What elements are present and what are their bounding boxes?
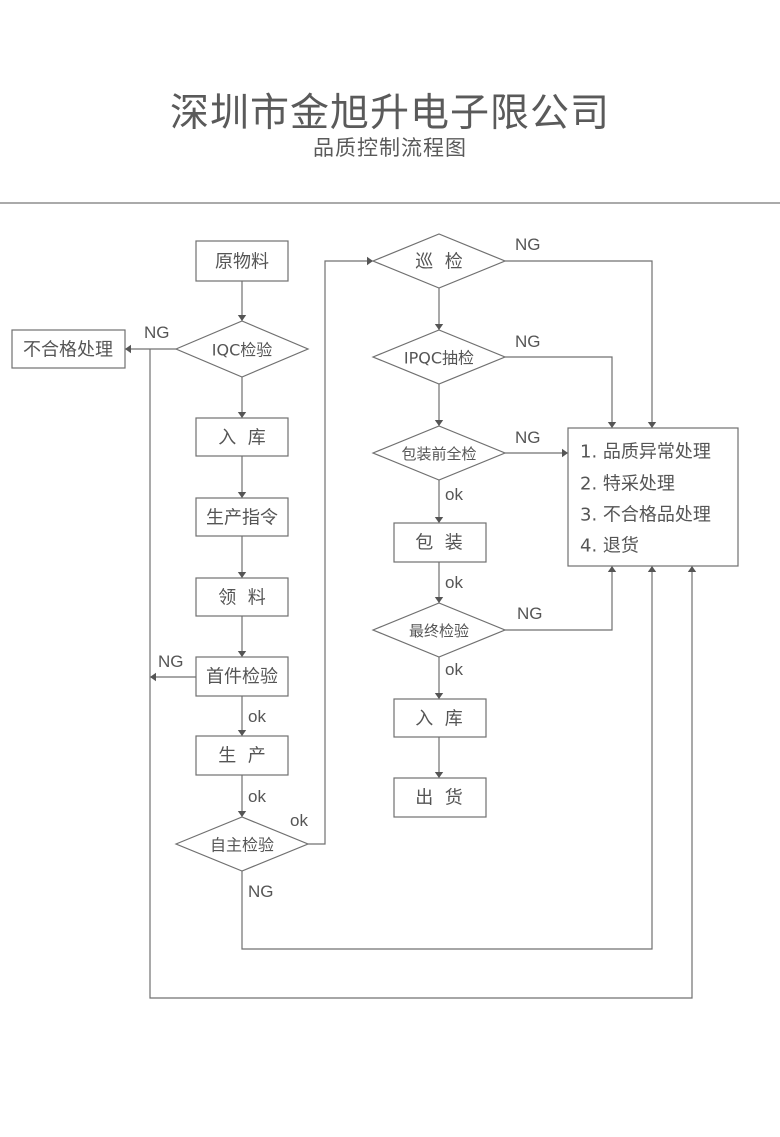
node-pre-pack-label: 包装前全检: [401, 445, 476, 463]
edge-label-ng: NG: [144, 323, 170, 342]
edge-ipqc-ng: [505, 356, 617, 428]
node-shipping: [393, 777, 487, 818]
edge-label-ok: ok: [248, 707, 266, 726]
node-first-article: [195, 656, 289, 697]
node-first-article-label: 首件检验: [206, 667, 278, 688]
node-material-pick: [195, 577, 289, 617]
node-final-inspect-label: 最终检验: [409, 622, 469, 640]
edge-label-ok: ok: [290, 811, 308, 830]
edge-label-ng: NG: [248, 882, 274, 901]
result-item: 3. 不合格品处理: [580, 505, 711, 526]
edge-label-ng: NG: [515, 428, 541, 447]
node-warehouse-in-2-label: 入 库: [415, 709, 462, 730]
node-reject-label: 不合格处理: [23, 340, 113, 361]
edge-self-inspect-ok: [308, 256, 373, 845]
edge-label-ok: ok: [248, 787, 266, 806]
node-iqc: [174, 320, 310, 378]
edge-outer-loop: [149, 349, 697, 999]
edge-label-ng: NG: [517, 604, 543, 623]
node-patrol-label: 巡 检: [415, 252, 462, 273]
edge-label-ok: ok: [445, 485, 463, 504]
edge-final-ng: [505, 566, 617, 631]
node-shipping-label: 出 货: [415, 788, 462, 809]
node-warehouse-in-1-label: 入 库: [218, 428, 265, 449]
edge-label-ng: NG: [515, 332, 541, 351]
node-iqc-label: IQC检验: [212, 341, 273, 360]
node-warehouse-in-2: [393, 698, 487, 738]
edge-self-inspect-ng: [241, 566, 657, 950]
result-item: 4. 退货: [580, 536, 639, 557]
node-warehouse-in-1: [195, 417, 289, 457]
edge-label-ng: NG: [515, 235, 541, 254]
node-reject: [11, 329, 126, 369]
company-title: 深圳市金旭升电子限公司: [169, 91, 610, 136]
node-result-box: [567, 427, 739, 567]
edge-patrol-ng: [505, 260, 657, 428]
chart-subtitle: 品质控制流程图: [313, 136, 467, 160]
node-material-pick-label: 领 料: [218, 588, 265, 609]
result-item: 1. 品质异常处理: [580, 442, 711, 463]
node-production-label: 生 产: [218, 746, 265, 767]
node-ipqc-label: IPQC抽检: [404, 349, 474, 368]
node-packing-label: 包 装: [415, 533, 462, 554]
node-production-order-label: 生产指令: [206, 508, 278, 529]
edge-label-ng: NG: [158, 652, 184, 671]
edge-label-ok: ok: [445, 573, 463, 592]
node-production: [195, 735, 289, 776]
node-self-inspect-label: 自主检验: [210, 836, 274, 855]
edge-label-ok: ok: [445, 660, 463, 679]
node-production-order: [195, 497, 289, 537]
result-item: 2. 特采处理: [580, 474, 675, 495]
node-packing: [393, 522, 487, 563]
node-raw-material-label: 原物料: [215, 252, 269, 273]
